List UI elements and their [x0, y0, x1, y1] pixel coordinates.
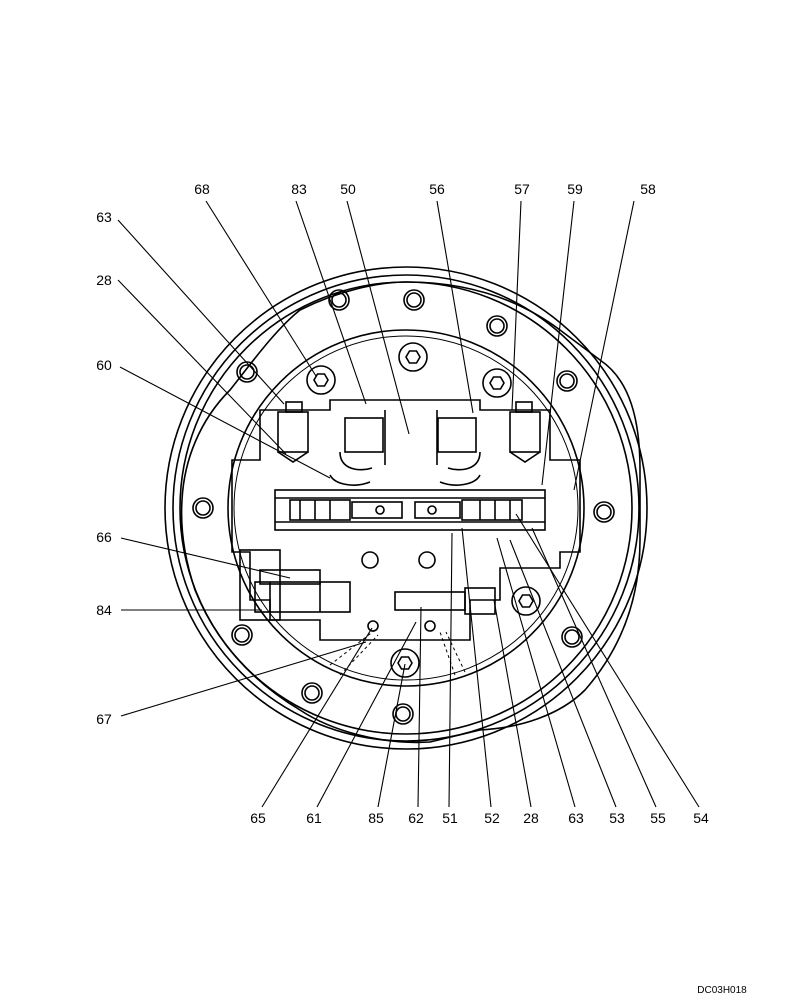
reference-code: DC03H018 [697, 985, 747, 996]
inner-bore-edge [233, 335, 579, 681]
hidden-passages [329, 629, 466, 676]
flange-bolt-holes [192, 289, 615, 725]
upper-spool-assembly [274, 474, 546, 531]
callout-labels-left: 63 28 60 66 84 67 [96, 209, 112, 727]
callout-54: 54 [693, 810, 709, 826]
callout-66: 66 [96, 529, 112, 545]
callout-65: 65 [250, 810, 266, 826]
callout-68: 68 [194, 181, 210, 197]
callout-63-left: 63 [96, 209, 112, 225]
cover-plate-outline [180, 281, 641, 744]
callout-67: 67 [96, 711, 112, 727]
callout-51: 51 [442, 810, 458, 826]
housing-outer-rings [164, 266, 648, 750]
callout-labels-top: 68 83 50 56 57 59 58 [194, 181, 656, 197]
callout-57: 57 [514, 181, 530, 197]
callout-61: 61 [306, 810, 322, 826]
callout-56: 56 [429, 181, 445, 197]
inner-bore [227, 329, 585, 687]
callout-84: 84 [96, 602, 112, 618]
callout-63-bottom: 63 [568, 810, 584, 826]
callout-62: 62 [408, 810, 424, 826]
hex-socket-plugs [306, 342, 541, 678]
leader-lines [117, 200, 700, 808]
callout-58: 58 [640, 181, 656, 197]
callout-28-bottom: 28 [523, 810, 539, 826]
callout-28-left: 28 [96, 272, 112, 288]
callout-labels-bottom: 65 61 85 62 51 52 28 63 53 55 54 [250, 810, 709, 826]
callout-55: 55 [650, 810, 666, 826]
callout-85: 85 [368, 810, 384, 826]
callout-59: 59 [567, 181, 583, 197]
callout-83: 83 [291, 181, 307, 197]
callout-60: 60 [96, 357, 112, 373]
callout-52: 52 [484, 810, 500, 826]
lower-spool-assembly [239, 549, 496, 632]
callout-53: 53 [609, 810, 625, 826]
valve-block [231, 399, 581, 641]
callout-50: 50 [340, 181, 356, 197]
